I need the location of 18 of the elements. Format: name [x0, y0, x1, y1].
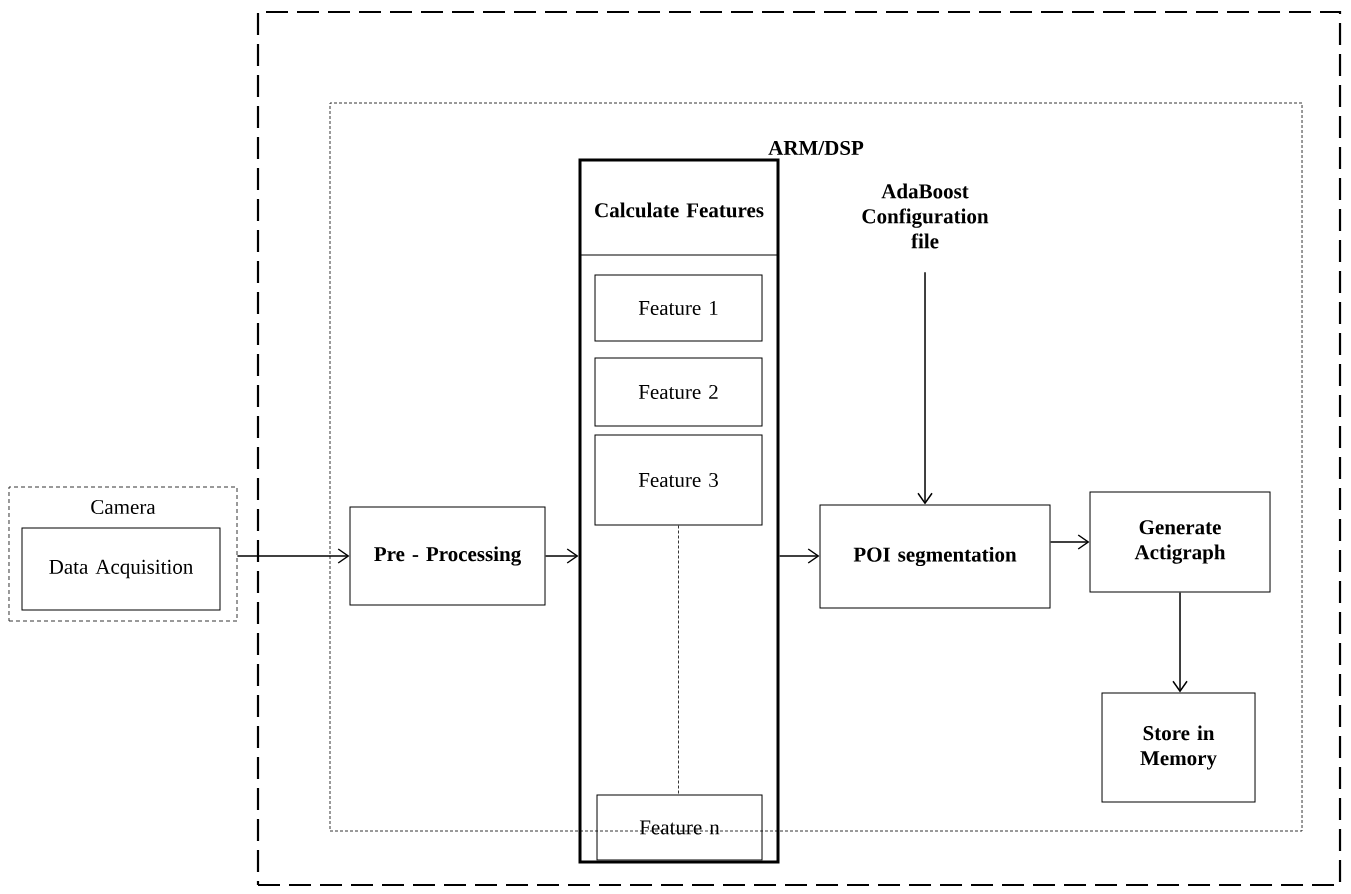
arrow — [778, 548, 820, 564]
process-box: Feature n — [596, 794, 763, 861]
process-box: Store in Memory — [1101, 692, 1256, 803]
process-box: Generate Actigraph — [1089, 491, 1271, 593]
process-box: Feature 3 — [594, 434, 763, 526]
process-box: Data Acquisition — [21, 527, 221, 611]
arrow — [917, 271, 933, 505]
arrow — [1172, 591, 1188, 693]
arrow — [1049, 534, 1090, 550]
arrow — [544, 548, 579, 564]
process-box: Pre - Processing — [349, 506, 546, 606]
arrow — [236, 548, 350, 564]
board-frame — [256, 10, 1342, 887]
input-label: AdaBoost Configuration file — [862, 183, 989, 249]
connector-line — [678, 525, 679, 795]
process-box: Feature 2 — [594, 357, 763, 427]
process-box: Feature 1 — [594, 274, 763, 342]
process-box: POI segmentation — [819, 504, 1051, 609]
